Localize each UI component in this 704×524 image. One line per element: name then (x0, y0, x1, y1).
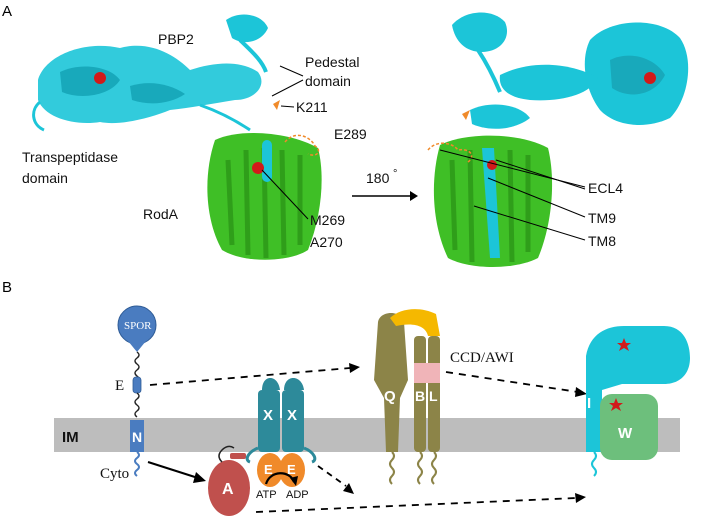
k211-label: K211 (296, 99, 328, 115)
ftsi-label: I (587, 395, 591, 412)
ftsex-complex (245, 378, 317, 487)
ftse-right-label: E (287, 462, 296, 477)
ftsi-active-site-star (617, 338, 631, 351)
e289-label: E289 (334, 126, 367, 142)
ftsex-dashed-arrow (317, 465, 347, 487)
ecl4-label: ECL4 (588, 180, 623, 196)
ftsn-e-label: E (115, 378, 124, 394)
k211-leader (280, 105, 295, 108)
right-pbp2-structure (452, 12, 689, 129)
rotation-label: 180 (366, 170, 390, 186)
left-pbp2-structure (32, 14, 280, 132)
pedestal-label-line1: Pedestal (305, 54, 359, 70)
k211-marker (273, 100, 280, 110)
e-to-qlb-dashed-arrow (149, 367, 351, 386)
cyto-label: Cyto (100, 466, 129, 482)
tm9-label: TM9 (588, 210, 616, 226)
ftsq-label: Q (384, 388, 396, 405)
pbp2-label: PBP2 (158, 31, 194, 47)
right-red-residues (487, 160, 497, 170)
right-ecl4-loop (427, 142, 473, 163)
right-cyan-helix (482, 148, 500, 258)
ftsw-ftsi-complex (586, 326, 690, 477)
ftsw-active-site-star (609, 398, 623, 411)
left-cyan-helix (262, 140, 272, 182)
ccd-awi-label: CCD/AWI (450, 350, 514, 366)
e289-loop (284, 134, 320, 156)
degree-symbol: ° (393, 168, 397, 180)
rotation-arrowhead (410, 191, 418, 201)
tm8-label: TM8 (588, 233, 616, 249)
adp-label: ADP (286, 489, 309, 501)
ftsw-label: W (618, 425, 633, 442)
ftsn-to-ftsa-arrowhead (193, 472, 206, 483)
tm9-leader (487, 177, 586, 218)
a270-label: A270 (310, 234, 343, 250)
left-red-residues (252, 162, 264, 174)
transpeptidase-label-line2: domain (22, 170, 68, 186)
ftsb-label: B (415, 388, 425, 404)
pedestal-label-line2: domain (305, 73, 351, 89)
left-roda-structure (207, 133, 322, 260)
pedestal-leader-top (279, 65, 304, 77)
ftsx-left-label: X (263, 407, 273, 424)
right-roda-structure (427, 135, 553, 267)
panel-a-letter: A (2, 3, 12, 20)
ftsa-to-ftsw-dashed-arrow (255, 497, 577, 513)
qlb-to-ftsi-dashed-arrow (445, 371, 579, 393)
spor-label: SPOR (124, 320, 152, 332)
m269-label: M269 (310, 212, 345, 228)
pedestal-leader-bottom (271, 79, 304, 97)
roda-label: RodA (143, 206, 179, 222)
tm8-leader (473, 205, 586, 241)
im-label: IM (62, 429, 79, 446)
right-active-site-marker (644, 72, 656, 84)
ecl4-leader-2 (495, 159, 586, 190)
ftsa-protein (208, 445, 250, 516)
ftsn-to-ftsa-arrow (147, 461, 199, 479)
ftsn-protein (117, 305, 157, 477)
ftsn-n-label: N (132, 429, 142, 445)
transpeptidase-label-line1: Transpeptidase (22, 149, 118, 165)
ftsa-label: A (222, 481, 234, 498)
atp-label: ATP (256, 489, 277, 501)
ftse-left-label: E (264, 462, 273, 477)
ftsqlb-complex (374, 309, 440, 485)
inner-membrane (54, 418, 680, 452)
m269-leader (261, 169, 309, 220)
ftsl-label: L (429, 388, 438, 404)
ftsx-right-label: X (287, 407, 297, 424)
left-active-site-marker (94, 72, 106, 84)
panel-b-letter: B (2, 279, 12, 296)
